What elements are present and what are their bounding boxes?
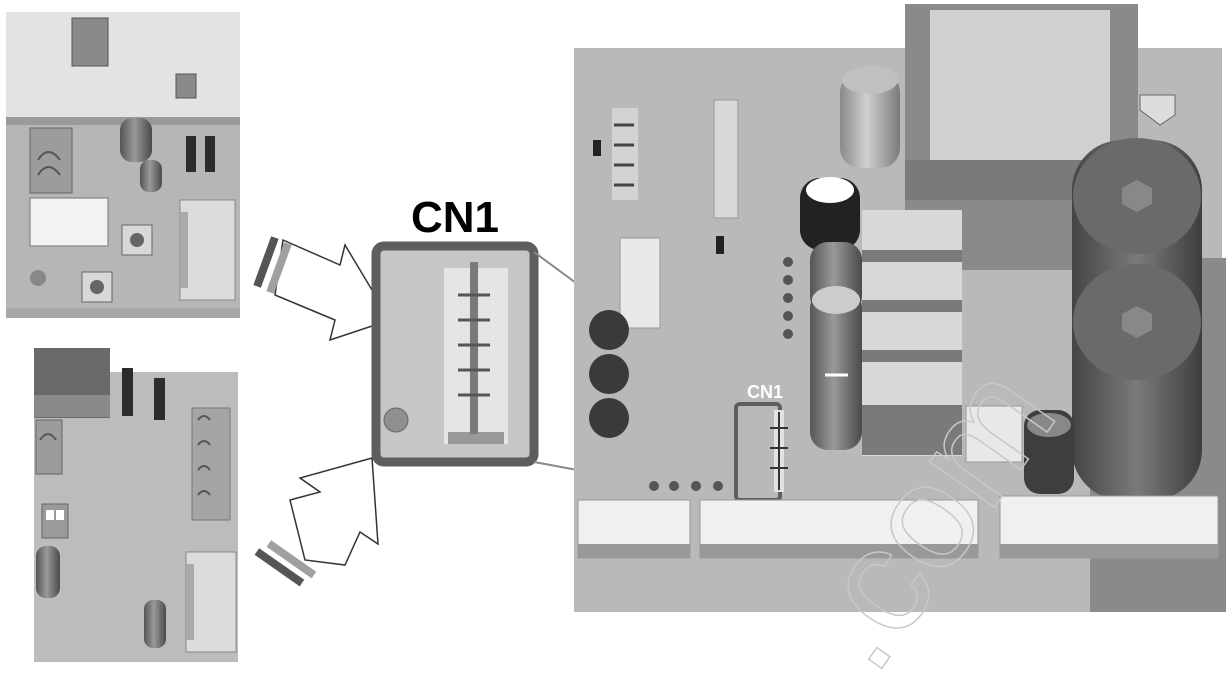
cn1-callout-label: CN1 (411, 193, 499, 242)
connector-pins (458, 293, 490, 397)
upper-arrow (253, 236, 392, 342)
cn1-board-label: CN1 (747, 382, 783, 402)
cn1-zoom-box (371, 241, 539, 467)
main-board (574, 4, 1226, 612)
lower-arrow (254, 457, 379, 587)
top-left-board (6, 12, 240, 318)
bottom-left-board (34, 348, 238, 662)
